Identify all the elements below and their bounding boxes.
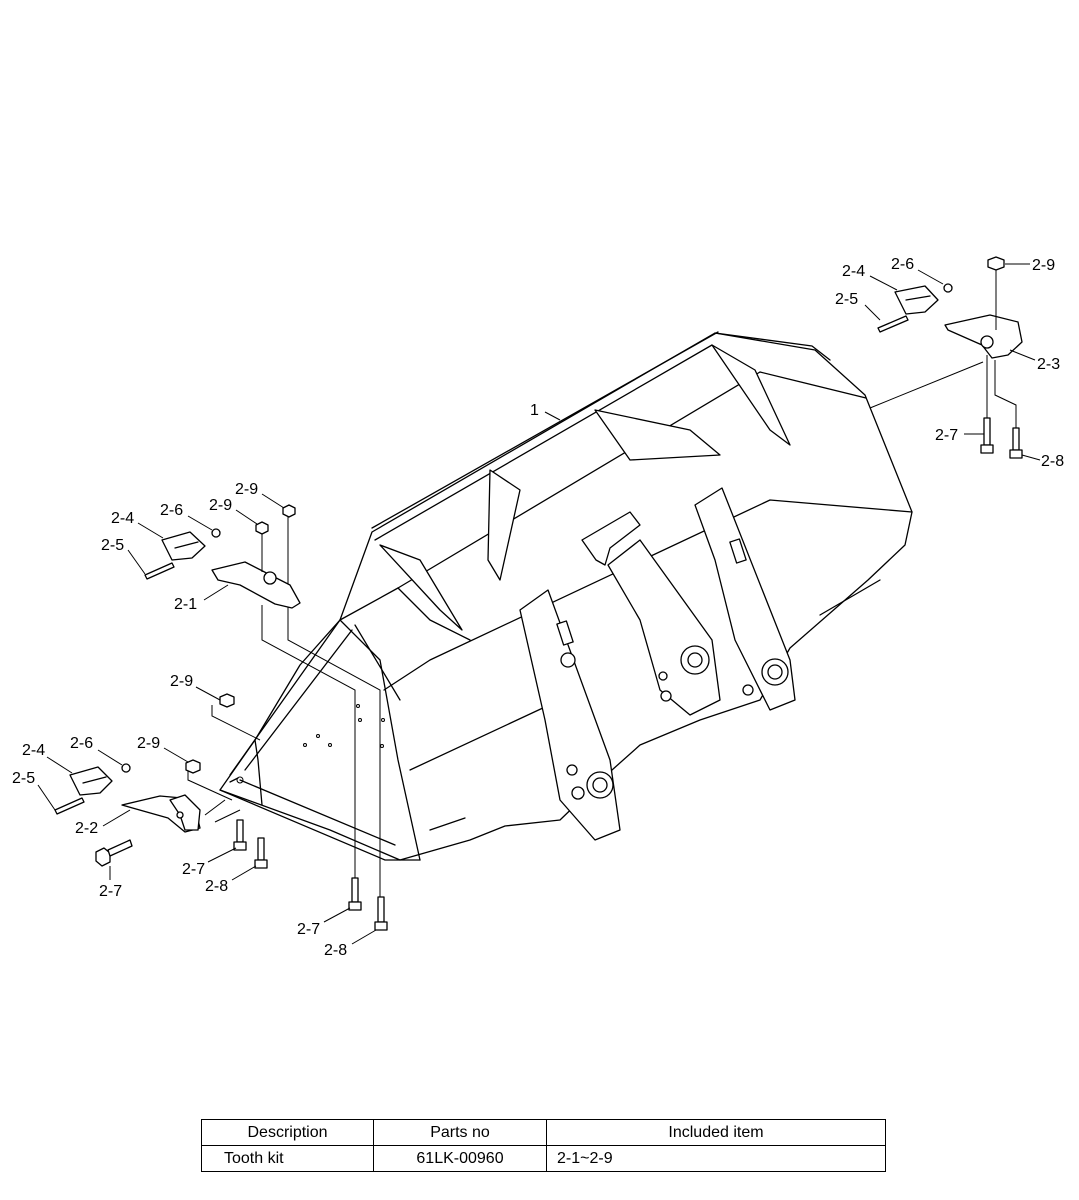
label-top-2-6: 2-6	[160, 502, 183, 519]
parts-table: Description Parts no Included item Tooth…	[201, 1119, 886, 1172]
left-top-tooth-assembly	[144, 504, 301, 609]
right-tooth-assembly	[877, 256, 1023, 459]
bucket-body	[219, 331, 984, 861]
label-top-2-1: 2-1	[174, 596, 197, 613]
label-bottom-2-2: 2-2	[75, 820, 98, 837]
label-top-2-9b: 2-9	[235, 481, 258, 498]
label-bottom-2-4: 2-4	[22, 742, 45, 759]
cell-description: Tooth kit	[201, 1145, 374, 1172]
middle-nut	[219, 693, 235, 708]
label-bottom-2-8: 2-8	[205, 878, 228, 895]
label-right-2-6: 2-6	[891, 256, 914, 273]
label-low-2-7: 2-7	[297, 921, 320, 938]
cell-included-item: 2-1~2-9	[546, 1145, 886, 1172]
label-top-2-9a: 2-9	[209, 497, 232, 514]
table-row: Tooth kit 61LK-00960 2-1~2-9	[201, 1145, 886, 1172]
label-bottom-2-7b: 2-7	[182, 861, 205, 878]
header-parts-no: Parts no	[373, 1119, 547, 1146]
left-corner-plate	[187, 515, 385, 900]
header-description: Description	[201, 1119, 374, 1146]
label-bottom-2-6: 2-6	[70, 735, 93, 752]
label-right-2-9: 2-9	[1032, 257, 1055, 274]
table-header-row: Description Parts no Included item	[201, 1119, 886, 1146]
label-1: 1	[530, 402, 539, 419]
label-low-2-8: 2-8	[324, 942, 347, 959]
cell-parts-no: 61LK-00960	[373, 1145, 547, 1172]
label-bottom-2-5: 2-5	[12, 770, 35, 787]
bottom-bolts	[348, 877, 388, 931]
label-right-2-4: 2-4	[842, 263, 865, 280]
label-top-2-5: 2-5	[101, 537, 124, 554]
label-right-2-7: 2-7	[935, 427, 958, 444]
leader-lines	[37, 263, 1041, 945]
callout-labels: 1 2-4 2-6 2-9 2-5 2-3 2-7 2-8 2-4 2-6 2-…	[12, 256, 1064, 959]
label-top-2-4: 2-4	[111, 510, 134, 527]
header-included-item: Included item	[546, 1119, 886, 1146]
bucket-brackets	[519, 487, 796, 841]
left-bottom-tooth-assembly	[54, 759, 268, 869]
label-bottom-2-9: 2-9	[137, 735, 160, 752]
label-mid-2-9: 2-9	[170, 673, 193, 690]
label-right-2-3: 2-3	[1037, 356, 1060, 373]
label-bottom-2-7a: 2-7	[99, 883, 122, 900]
label-right-2-8: 2-8	[1041, 453, 1064, 470]
tooth-2-4-right	[894, 285, 939, 315]
label-right-2-5: 2-5	[835, 291, 858, 308]
